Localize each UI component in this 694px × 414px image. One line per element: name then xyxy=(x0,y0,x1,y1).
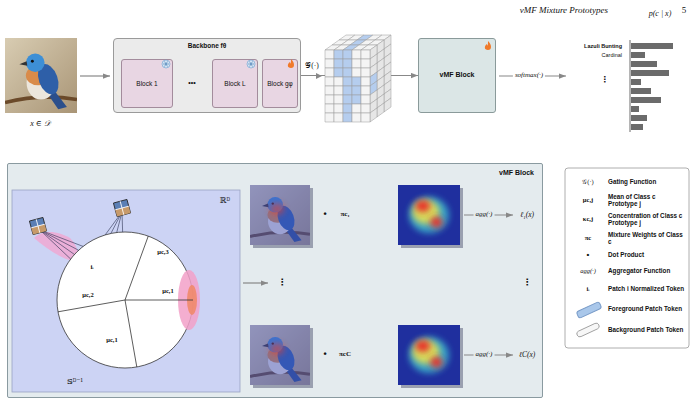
legend-symbol: agg(·) xyxy=(580,267,596,274)
aggregator: agg(·) xyxy=(474,211,495,219)
legend-symbol: πc xyxy=(585,234,591,241)
frozen-icon xyxy=(247,60,255,68)
running-header: vMF Mixture Prototypes xyxy=(520,6,608,16)
legend-symbol: • xyxy=(587,251,590,260)
node-text-group: Block gφ xyxy=(263,60,297,107)
prototype-mean: μc,3 xyxy=(157,248,168,255)
vmf-block: vMF Block xyxy=(418,38,496,113)
legend-text: Concentration of Class c Prototype j xyxy=(608,212,686,226)
node-label: vMF Block xyxy=(439,71,474,79)
projection-line xyxy=(40,230,79,250)
node-label: Block gφ xyxy=(267,80,293,87)
legend-text: Aggregator Function xyxy=(608,267,686,274)
panel-arrow xyxy=(243,282,268,283)
legend-symbol: κc,j xyxy=(583,215,593,222)
trainable-icon xyxy=(288,59,294,68)
frozen-icon xyxy=(162,60,170,68)
node-text-group: Backbone fθ xyxy=(114,42,300,49)
mixture-weight: πc₁ xyxy=(340,211,349,219)
trainable-icon xyxy=(485,41,491,50)
projection-line xyxy=(40,230,83,246)
prototype-vector xyxy=(125,300,137,367)
node-label: Block L xyxy=(224,80,245,87)
ellipsis: ⋮ xyxy=(523,278,532,288)
patch-icon xyxy=(113,199,130,216)
prototype-vector xyxy=(125,236,148,300)
node-label: Block 1 xyxy=(136,80,157,87)
class-name: Lazuli Bunting xyxy=(584,43,622,49)
input-arrow xyxy=(80,75,110,76)
attention-overlay xyxy=(250,325,310,385)
heatmap xyxy=(398,325,460,385)
legend-text: Background Patch Token xyxy=(608,326,686,333)
prototype-mean: μc,1 xyxy=(162,287,173,294)
patch-icon xyxy=(29,217,46,234)
heatmap xyxy=(398,185,460,245)
node-text-group: Block 1 xyxy=(122,60,172,107)
legend-text: Gating Function xyxy=(608,178,686,185)
projection-line xyxy=(40,230,71,259)
prototype-mean: μc,1 xyxy=(106,336,117,343)
bird-photo xyxy=(250,325,310,385)
frozen-block: Block L xyxy=(212,59,258,108)
node-text-group: Block L xyxy=(213,60,257,107)
aggregator: agg(·) xyxy=(474,351,495,359)
sphere-symbol: 𝕊ᴰ⁻¹ xyxy=(67,378,83,387)
backbone-box: Block 1 Block L Block gφ Backbone fθ xyxy=(113,38,301,113)
dot-symbol: • xyxy=(323,350,326,360)
page-number: 5 xyxy=(682,6,687,16)
dot-symbol: • xyxy=(323,210,326,220)
legend-text: Foreground Patch Token xyxy=(608,305,686,312)
gating-symbol: 𝒢(·) xyxy=(305,62,319,70)
legend-box xyxy=(565,168,689,348)
class-logit: ℓC(x) xyxy=(519,351,535,359)
space-symbol: ℝᴰ xyxy=(220,197,230,206)
legend-symbol: 𝒢(·) xyxy=(582,178,594,185)
token-symbol: iᵢ xyxy=(90,264,93,272)
legend-text: Mixture Weights of Class c xyxy=(608,231,686,245)
bird-photo xyxy=(250,185,310,245)
probability-chart xyxy=(630,40,673,132)
operation-label: softmax(·) xyxy=(513,72,545,80)
mixture-weight: πcC xyxy=(339,351,351,359)
node-text-group: vMF Block xyxy=(419,39,495,112)
class-logit: ℓ₁(x) xyxy=(520,211,534,219)
legend-symbol: μc,j xyxy=(583,196,593,203)
feature-tensor xyxy=(325,35,391,122)
frozen-block: Block 1 xyxy=(121,59,173,108)
legend-text: Patch i Normalized Token xyxy=(608,285,686,292)
prototype-mean: μc,2 xyxy=(82,291,93,298)
input-label: x ∈ 𝒟 xyxy=(30,120,49,129)
node-text-group: vMF Block xyxy=(499,169,534,177)
prototype-vector xyxy=(125,300,193,301)
attention-overlay xyxy=(250,185,310,245)
ellipsis: ••• xyxy=(188,79,195,87)
projection-line xyxy=(40,230,74,254)
trainable-block: Block gφ xyxy=(262,59,298,108)
ellipsis: ⋮ xyxy=(278,278,287,288)
axis-title: p(c | x) xyxy=(649,10,672,19)
class-name: Cardinal xyxy=(602,52,622,58)
ellipsis: ⋮ xyxy=(601,76,609,85)
legend-swatch-shape xyxy=(576,322,600,338)
bird-photo xyxy=(5,38,77,113)
arrow-head xyxy=(316,73,322,79)
legend-text: Mean of Class c Prototype j xyxy=(608,193,686,207)
hypersphere xyxy=(57,232,193,368)
legend-symbol: iᵢ xyxy=(587,285,590,292)
embedding-space xyxy=(12,190,240,392)
legend-text: Dot Product xyxy=(608,251,686,258)
node-title: Backbone fθ xyxy=(188,42,227,49)
prototype-vector xyxy=(58,300,125,312)
node-title: vMF Block xyxy=(499,169,534,177)
